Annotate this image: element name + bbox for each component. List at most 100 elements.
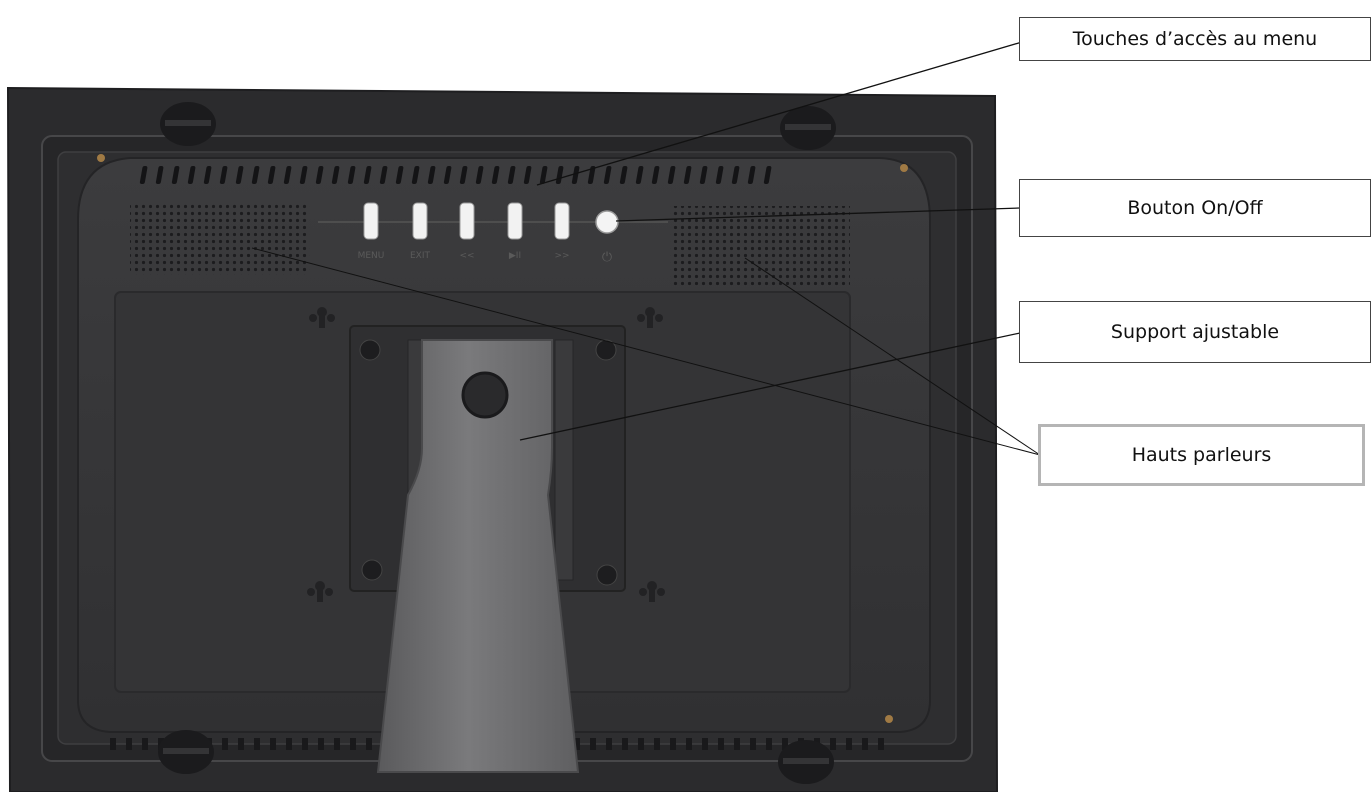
vent-slot: [334, 738, 340, 750]
vent-slot: [110, 738, 116, 750]
menu-button[interactable]: [363, 202, 379, 240]
vent-slot: [363, 166, 372, 184]
vent-slot: [395, 166, 404, 184]
clamp-knob-bottom-right: [778, 740, 834, 784]
vent-slot: [683, 166, 692, 184]
vent-slot: [574, 738, 580, 750]
keyhole-mount-bottom-left: [307, 581, 333, 602]
right-speaker-grille: [670, 206, 850, 286]
vent-slot: [715, 166, 724, 184]
rewind-button-label: <<: [459, 251, 474, 261]
vent-slot: [539, 166, 548, 184]
vent-slot: [718, 738, 724, 750]
vent-slot: [571, 166, 580, 184]
vent-slot: [270, 738, 276, 750]
leader-line-power-button: [615, 207, 1021, 222]
power-button[interactable]: [595, 210, 619, 234]
keyhole-mount-top-right: [637, 307, 663, 328]
vent-slot: [235, 166, 244, 184]
clamp-knob-bottom-left: [158, 730, 214, 774]
vent-slot: [366, 738, 372, 750]
vent-slot: [142, 738, 148, 750]
vent-slot: [830, 738, 836, 750]
vent-slot: [670, 738, 676, 750]
vent-slot: [331, 166, 340, 184]
vent-slot: [254, 738, 260, 750]
exit-button[interactable]: [412, 202, 428, 240]
leader-line-speaker-left: [251, 247, 1041, 456]
vent-slot: [203, 166, 212, 184]
vent-slot: [587, 166, 596, 184]
corner-screw: [900, 164, 908, 172]
vent-slot: [302, 738, 308, 750]
vent-slot: [139, 166, 148, 184]
vent-slot: [315, 166, 324, 184]
stand-rail-right: [554, 339, 574, 581]
vent-slot: [299, 166, 308, 184]
stand-knob[interactable]: [461, 371, 509, 419]
vent-slot: [686, 738, 692, 750]
vent-slot: [766, 738, 772, 750]
vent-slot: [702, 738, 708, 750]
forward-button-label: >>: [554, 251, 569, 261]
vent-slot: [654, 738, 660, 750]
clamp-knob-top-right: [780, 106, 836, 150]
vent-slot: [731, 166, 740, 184]
menu-button-label: MENU: [358, 251, 385, 261]
power-icon: ⏻: [602, 250, 612, 265]
vent-slot: [126, 738, 132, 750]
plate-screw-top-left: [359, 339, 381, 361]
vent-slot: [411, 166, 420, 184]
vent-slot: [750, 738, 756, 750]
vent-slot: [350, 738, 356, 750]
callout-adjustable-stand: Support ajustable: [1019, 301, 1371, 363]
keyhole-mount-bottom-right: [639, 581, 665, 602]
vent-slot: [619, 166, 628, 184]
vent-slot: [734, 738, 740, 750]
vent-slot: [603, 166, 612, 184]
adjustable-stand[interactable]: [376, 339, 580, 773]
vent-slot: [286, 738, 292, 750]
vent-slot: [699, 166, 708, 184]
vent-slot: [238, 738, 244, 750]
vent-slot: [635, 166, 644, 184]
vent-slot: [267, 166, 276, 184]
leader-line-menu-keys: [536, 41, 1023, 186]
vent-slot: [283, 166, 292, 184]
plate-screw-bottom-right: [596, 564, 618, 586]
vent-slot: [443, 166, 452, 184]
corner-screw: [885, 715, 893, 723]
play-pause-button[interactable]: [507, 202, 523, 240]
leader-line-stand: [519, 332, 1021, 441]
callout-menu-keys: Touches d’accès au menu: [1019, 17, 1371, 61]
plate-screw-top-right: [595, 339, 617, 361]
vent-slot: [878, 738, 884, 750]
plate-screw-bottom-left: [361, 559, 383, 581]
vent-slot: [347, 166, 356, 184]
vent-slot: [187, 166, 196, 184]
corner-screw: [97, 154, 105, 162]
vent-slot: [862, 738, 868, 750]
vent-slot: [747, 166, 756, 184]
forward-button[interactable]: [554, 202, 570, 240]
exit-button-label: EXIT: [410, 251, 431, 261]
vent-slot: [219, 166, 228, 184]
vent-slot: [427, 166, 436, 184]
vent-slot: [491, 166, 500, 184]
rewind-button[interactable]: [459, 202, 475, 240]
vent-slot: [590, 738, 596, 750]
vent-slot: [651, 166, 660, 184]
vent-slot: [606, 738, 612, 750]
vent-slot: [622, 738, 628, 750]
leader-line-speaker-right: [744, 257, 1041, 456]
vent-slot: [638, 738, 644, 750]
vent-slot: [507, 166, 516, 184]
play-pause-button-label: ▶II: [509, 251, 521, 261]
vent-slot: [667, 166, 676, 184]
vent-slot: [171, 166, 180, 184]
vent-slot: [459, 166, 468, 184]
vent-slot: [523, 166, 532, 184]
vent-slot: [846, 738, 852, 750]
keyhole-mount-top-left: [309, 307, 335, 328]
